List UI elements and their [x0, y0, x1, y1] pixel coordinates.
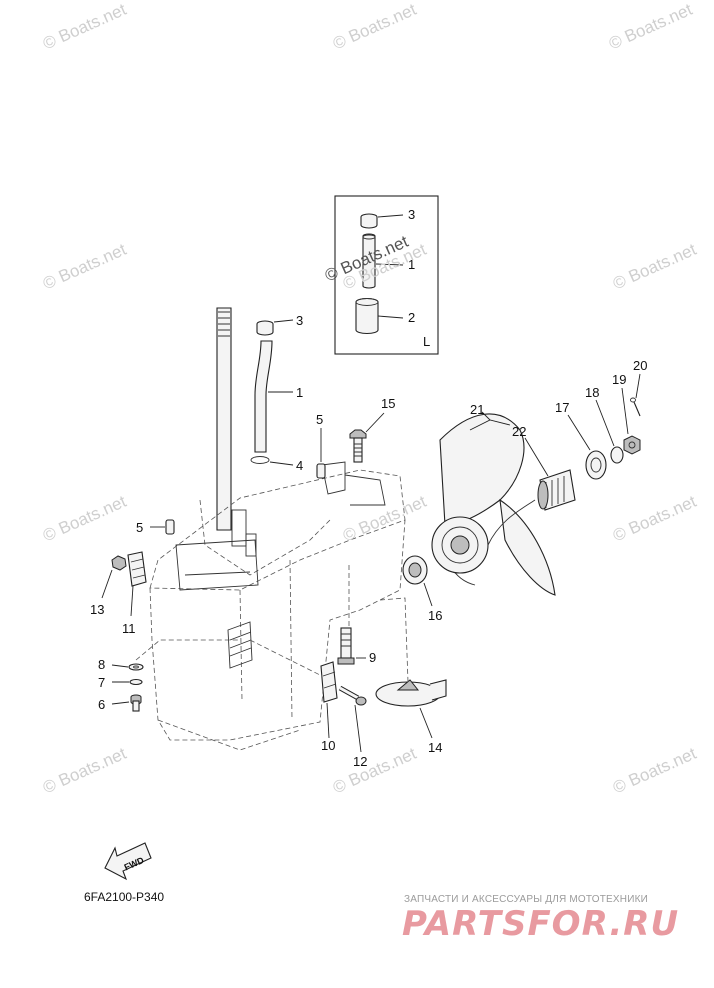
- callout-5-top: 5: [316, 412, 323, 427]
- inset-tube: [362, 233, 376, 289]
- callout-20: 20: [633, 358, 647, 373]
- callout-22: 22: [512, 424, 526, 439]
- pin-5-top: [316, 428, 326, 479]
- washer-18: [595, 399, 624, 464]
- callout-14: 14: [428, 740, 442, 755]
- anode-14: [375, 597, 447, 739]
- bolt-12: [338, 685, 367, 753]
- thrust-washer-16: [402, 555, 433, 607]
- callout-13: 13: [90, 602, 104, 617]
- diagram-code: 6FA2100-P340: [84, 890, 165, 904]
- callout-7: 7: [98, 675, 105, 690]
- callouts: 3 1 4 5 15 5 13 11 8 7 6 9 10 12 14 16 2…: [90, 313, 647, 769]
- fwd-arrow-icon: FWD: [104, 842, 152, 881]
- inset-callout-1: 1: [408, 257, 415, 272]
- shop-tagline: ЗАПЧАСТИ И АКСЕССУАРЫ ДЛЯ МОТОТЕХНИКИ: [404, 894, 649, 905]
- callout-1: 1: [296, 385, 303, 400]
- shift-rod: [216, 307, 232, 531]
- bolt-15: [349, 412, 385, 463]
- callout-3: 3: [296, 313, 303, 328]
- callout-19: 19: [612, 372, 626, 387]
- washer-17: [567, 414, 607, 480]
- propeller-21: [431, 411, 556, 596]
- callout-11: 11: [122, 621, 136, 636]
- inset-box-l: 3 1 2 L: [334, 195, 439, 355]
- shop-logo: PARTSFOR.RU: [402, 904, 680, 944]
- callout-5-left: 5: [136, 520, 143, 535]
- inset-sleeve: [355, 297, 379, 335]
- callout-4: 4: [296, 458, 303, 473]
- trim-tab-11: [127, 551, 147, 617]
- pin-5-left: [150, 519, 175, 535]
- callout-8: 8: [98, 657, 105, 672]
- callout-15: 15: [381, 396, 395, 411]
- bolt-9: [337, 565, 366, 665]
- callout-10: 10: [321, 738, 335, 753]
- nut-13: [101, 555, 127, 599]
- callout-9: 9: [369, 650, 376, 665]
- inset-callout-3: 3: [408, 207, 415, 222]
- callout-12: 12: [353, 754, 367, 769]
- lower-casing: [149, 461, 406, 751]
- callout-16: 16: [428, 608, 442, 623]
- inset-callout-2: 2: [408, 310, 415, 325]
- washers-8-7-6: [111, 639, 240, 712]
- callout-18: 18: [585, 385, 599, 400]
- anode-10: [249, 639, 338, 739]
- callout-21: 21: [470, 402, 484, 417]
- spacer-22: [524, 437, 576, 511]
- water-tube: [250, 319, 294, 466]
- callout-17: 17: [555, 400, 569, 415]
- inset-corner-label: L: [423, 334, 430, 349]
- callout-6: 6: [98, 697, 105, 712]
- cotter-pin-20: [630, 373, 641, 417]
- nut-19: [621, 387, 641, 455]
- water-seal-ring: [250, 456, 270, 464]
